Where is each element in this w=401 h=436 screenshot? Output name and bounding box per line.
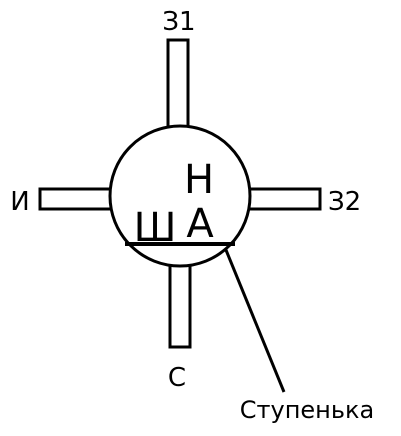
source-lead	[38, 187, 114, 211]
body-mark-n: Н	[184, 157, 214, 203]
transistor-body	[108, 124, 252, 268]
body-mark-a: А	[186, 201, 214, 247]
step-callout-label: Ступенька	[240, 396, 374, 424]
callout-leader	[224, 249, 286, 393]
body-mark-sh: Ш	[134, 205, 177, 251]
gate1-lead	[166, 38, 190, 132]
source-label: И	[10, 187, 29, 217]
gate1-label: З1	[162, 7, 195, 37]
gate2-lead	[246, 187, 322, 211]
drain-label: С	[168, 363, 186, 393]
drain-lead	[168, 263, 192, 349]
gate2-label: З2	[328, 187, 361, 217]
